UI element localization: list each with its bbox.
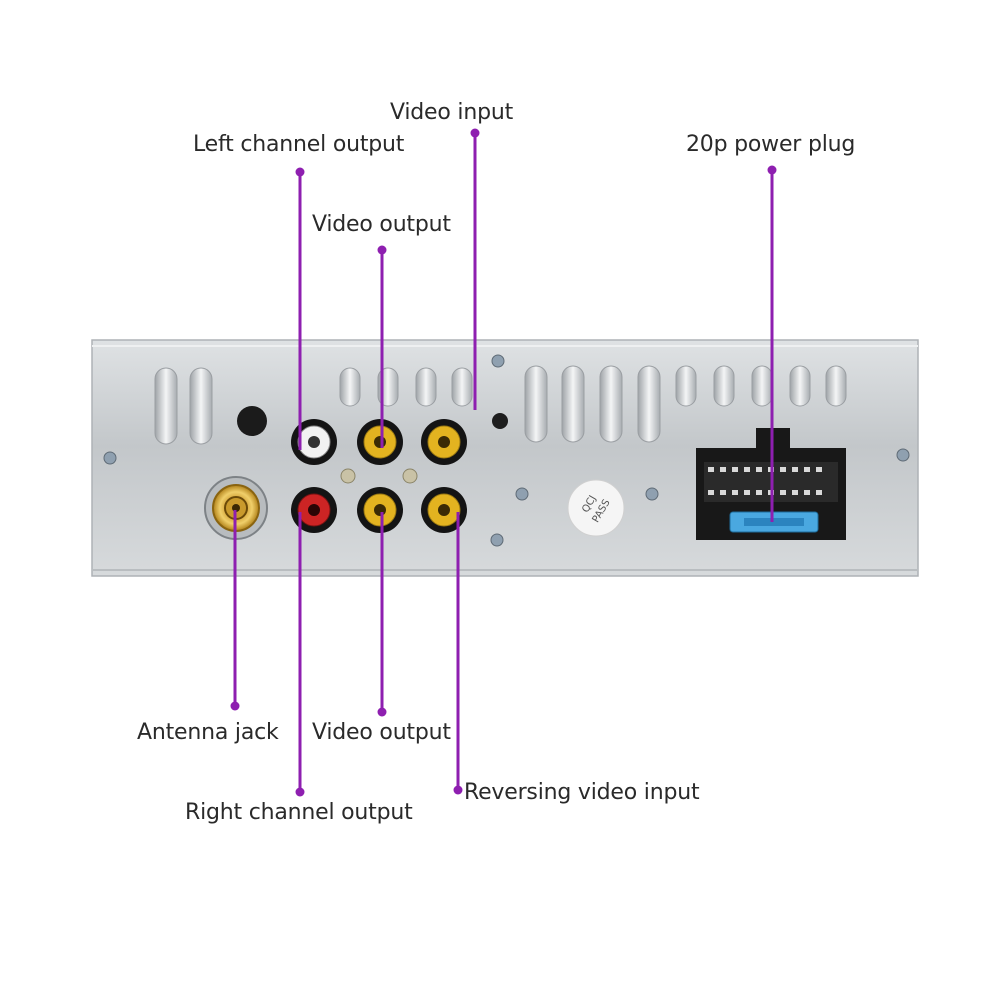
leader-antenna-jack — [230, 510, 240, 711]
rca-reversing-video-yellow — [421, 487, 467, 533]
leader-video-output-top — [377, 245, 387, 448]
certification-sticker: QCJ PASS — [567, 479, 625, 537]
rca-left-channel-white — [291, 419, 337, 465]
leader-power-plug — [767, 165, 777, 522]
rca-video-output-top-yellow — [357, 419, 403, 465]
label-video-output-bottom: Video output — [312, 720, 451, 745]
rca-jacks — [291, 419, 467, 533]
leader-left-channel — [295, 167, 305, 450]
label-video-input: Video input — [390, 100, 514, 125]
label-reversing-video-input: Reversing video input — [464, 780, 700, 805]
leader-right-channel — [295, 512, 305, 797]
rca-video-input-yellow — [421, 419, 467, 465]
leader-video-output-bottom — [377, 512, 387, 717]
leader-reversing-video — [453, 512, 463, 795]
rca-right-channel-red — [291, 487, 337, 533]
vent-slots — [154, 365, 847, 445]
rca-video-output-bottom-yellow — [357, 487, 403, 533]
label-video-output-top: Video output — [312, 212, 451, 237]
label-antenna-jack: Antenna jack — [137, 720, 279, 745]
label-right-channel-output: Right channel output — [185, 800, 413, 825]
leader-video-input — [470, 128, 480, 410]
mounting-holes — [237, 406, 508, 436]
label-left-channel-output: Left channel output — [193, 132, 405, 157]
antenna-jack — [204, 476, 268, 540]
label-power-plug: 20p power plug — [686, 132, 856, 157]
leader-lines — [230, 128, 777, 797]
screws — [103, 354, 910, 547]
